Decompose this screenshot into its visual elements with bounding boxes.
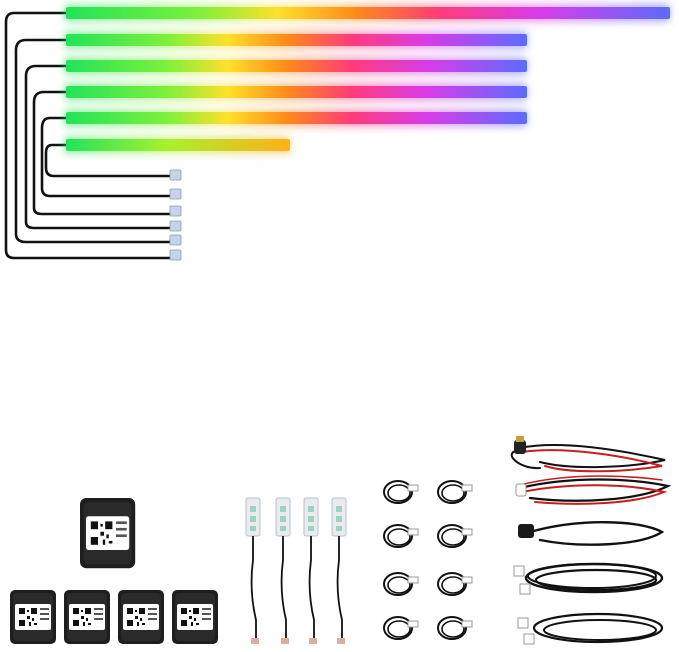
led-strip-5 [66,112,527,124]
main-controller [80,498,135,568]
control-modules [10,498,218,644]
strip-cables [4,11,178,260]
harness-4 [513,562,664,595]
harness-5 [517,612,664,645]
extension-cables [383,480,473,640]
controller-2 [64,590,110,644]
led-strips [64,4,670,154]
led-strip-1 [66,7,670,19]
led-strip-4 [66,86,527,98]
power-harnesses [510,436,672,645]
harness-1 [510,436,666,473]
led-strip-3 [66,60,527,72]
controller-3 [118,590,164,644]
controller-1 [10,590,56,644]
footwell-lights [245,497,347,644]
harness-3 [518,521,665,546]
led-strip-2 [66,34,527,46]
led-strip-6 [66,139,290,151]
controller-4 [172,590,218,644]
strip-connectors [169,169,182,261]
harness-2 [515,475,672,505]
